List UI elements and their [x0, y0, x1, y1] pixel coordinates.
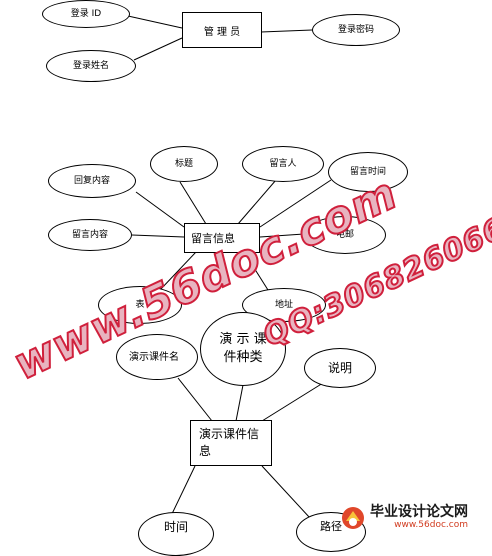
entity-admin: 管 理 员 [182, 12, 262, 48]
logo-url: www.56doc.com [394, 519, 468, 530]
connector-lines [127, 15, 332, 519]
attr-login-name-label: 登录姓名 [72, 60, 109, 71]
attr-courseware-type-label: 演 示 课件种类 [219, 331, 267, 365]
attr-title: 标题 [150, 146, 218, 182]
site-logo: 毕业设计论文网 www.56doc.com [340, 504, 468, 531]
attr-description-label: 说明 [327, 360, 352, 375]
attr-message-content-label: 留言内容 [71, 229, 108, 240]
attr-login-password-label: 登录密码 [337, 24, 374, 35]
attr-message-time-label: 留言时间 [349, 166, 386, 177]
attr-email-label: 电邮 [335, 229, 354, 240]
attr-reply-content: 回复内容 [48, 164, 136, 198]
entity-courseware: 演示课件信息 [190, 420, 272, 466]
attr-email: 电邮 [304, 216, 386, 254]
entity-courseware-label: 演示课件信息 [199, 427, 260, 458]
logo-title: 毕业设计论文网 [370, 504, 468, 521]
attr-login-password: 登录密码 [312, 14, 400, 46]
attr-courseware-type: 演 示 课件种类 [200, 312, 286, 386]
attr-login-name: 登录姓名 [46, 50, 136, 82]
attr-login-id: 登录 ID [42, 0, 130, 28]
attr-login-id-label: 登录 ID [70, 8, 102, 19]
attr-table: 表 [98, 286, 182, 324]
entity-message-label: 留言信息 [191, 232, 235, 245]
attr-time: 时间 [138, 512, 214, 556]
attr-time-label: 时间 [163, 519, 188, 534]
attr-title-label: 标题 [174, 158, 193, 169]
attr-address-label: 地址 [274, 299, 293, 310]
attr-path-label: 路径 [320, 520, 342, 534]
attr-author: 留言人 [242, 146, 324, 182]
er-diagram-canvas: 管 理 员 登录 ID 登录姓名 登录密码 留言信息 标题 留言人 回复内容 留… [5, 0, 492, 556]
attr-courseware-name-label: 演示课件名 [129, 351, 179, 363]
attr-courseware-name: 演示课件名 [116, 334, 198, 380]
logo-emblem-icon [342, 507, 364, 529]
attr-reply-content-label: 回复内容 [73, 175, 110, 186]
entity-admin-label: 管 理 员 [203, 26, 241, 38]
attr-message-time: 留言时间 [328, 152, 408, 192]
attr-author-label: 留言人 [269, 158, 297, 169]
entity-message: 留言信息 [184, 223, 260, 253]
attr-description: 说明 [304, 348, 376, 388]
attr-message-content: 留言内容 [48, 219, 132, 251]
attr-table-label: 表 [135, 299, 145, 310]
